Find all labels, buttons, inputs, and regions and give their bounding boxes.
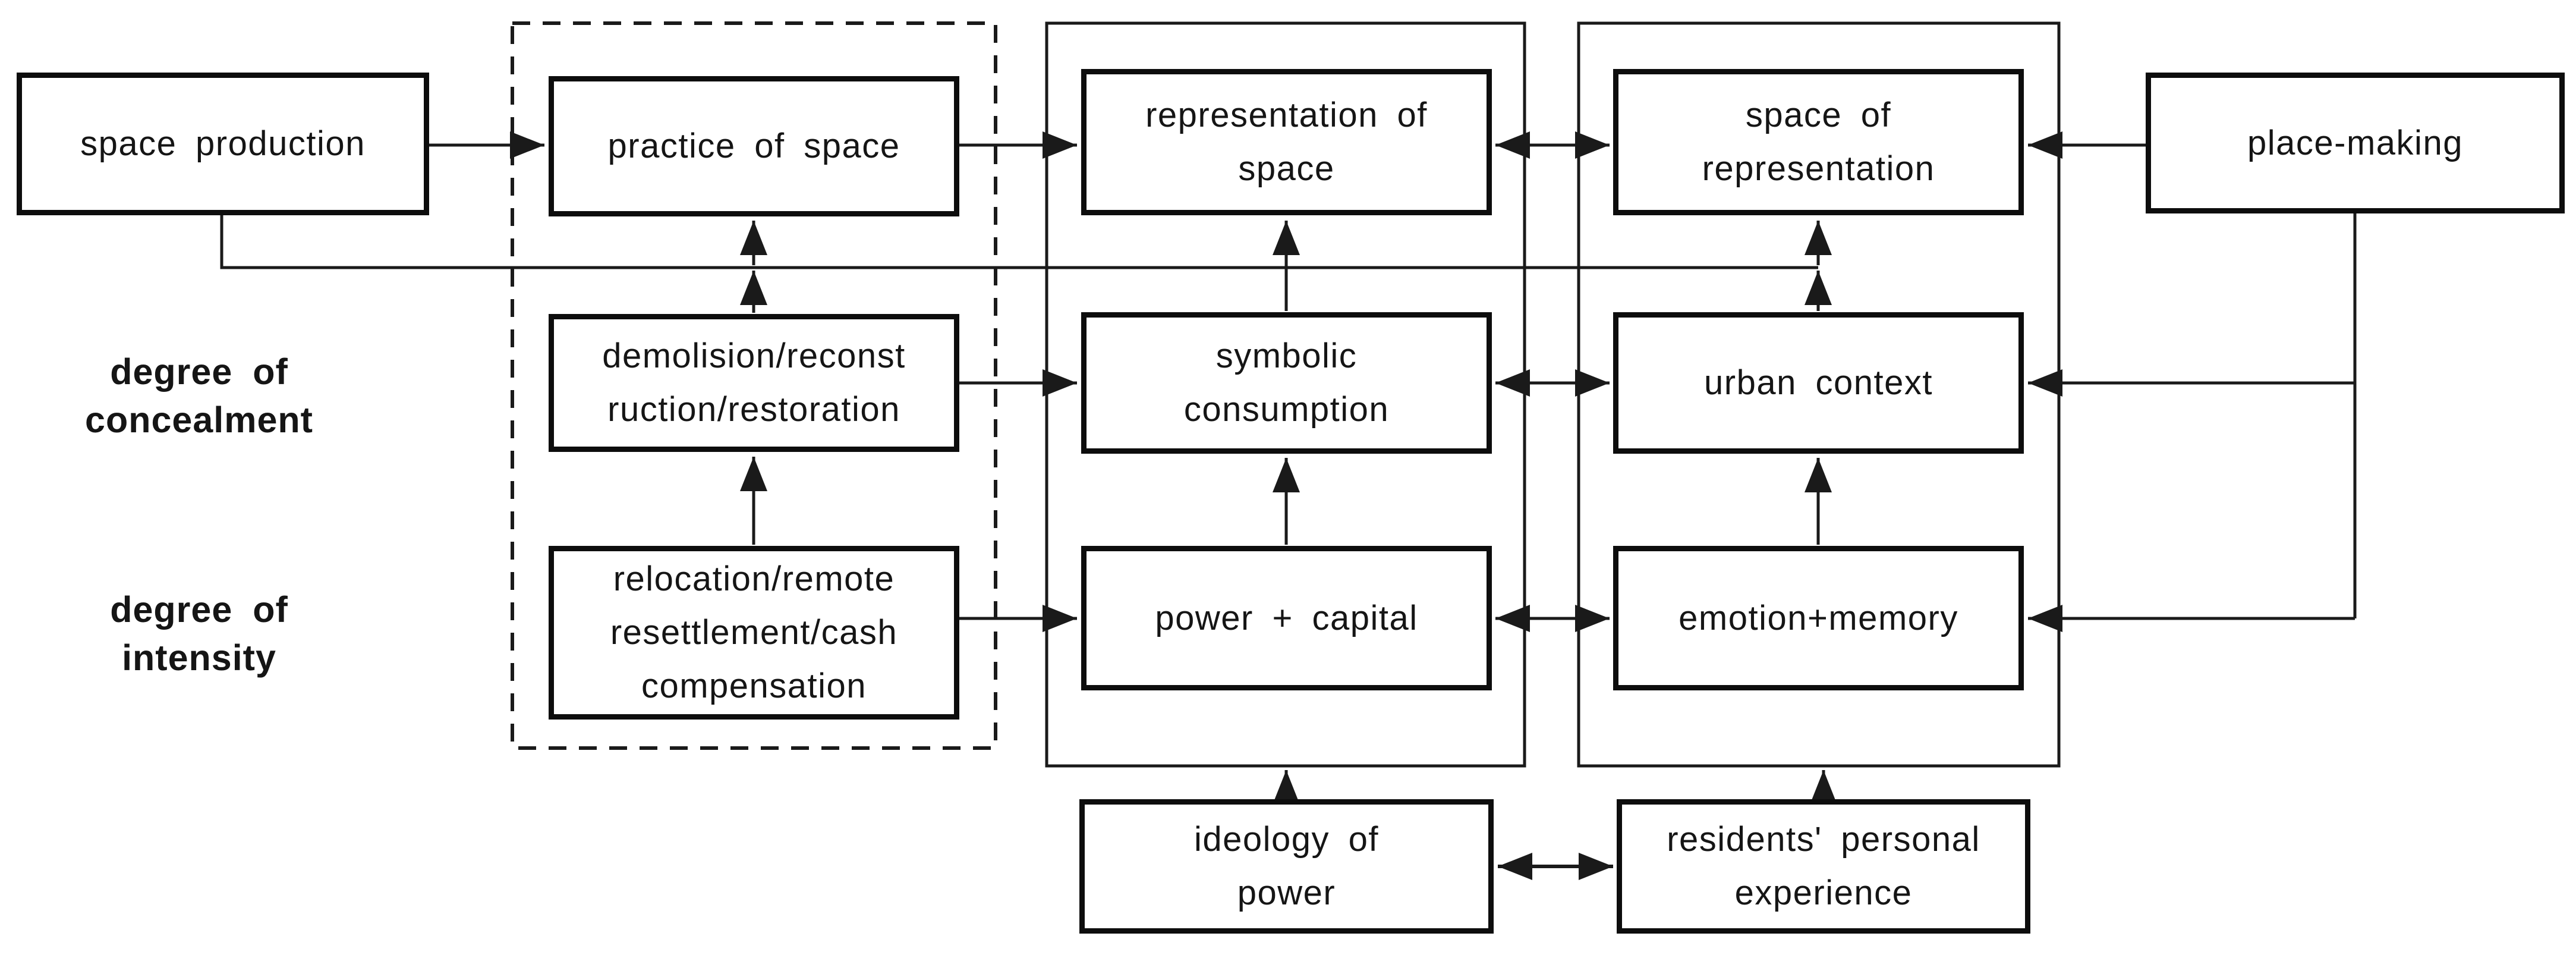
box-ideology-of-power: ideology of power: [1079, 799, 1494, 934]
box-text-line: urban context: [1704, 363, 1933, 402]
box-text-line: relocation/remote: [613, 560, 895, 598]
box-text-line: symbolic: [1215, 337, 1358, 375]
box-text-line: power: [1237, 874, 1336, 912]
box-symbolic-consumption: symbolic consumption: [1081, 312, 1492, 454]
box-power-capital: power + capital: [1081, 546, 1492, 690]
box-text-line: practice of space: [607, 127, 900, 165]
box-text-line: representation: [1702, 149, 1935, 188]
box-text-line: consumption: [1183, 390, 1390, 429]
box-urban-context: urban context: [1613, 312, 2024, 454]
box-text-line: compensation: [641, 667, 867, 705]
box-demolition-reconstruction-restoration: demolision/reconst ruction/restoration: [549, 314, 959, 452]
label-text-line: degree of: [110, 589, 288, 630]
box-text-line: resettlement/cash: [610, 613, 898, 652]
box-text-line: space of: [1745, 96, 1892, 134]
box-text-line: space: [1238, 149, 1335, 188]
box-emotion-memory: emotion+memory: [1613, 546, 2024, 690]
label-degree-of-intensity: degree of intensity: [48, 586, 351, 682]
label-text-line: degree of: [110, 351, 288, 392]
box-text-line: emotion+memory: [1679, 598, 1958, 637]
box-text-line: space production: [80, 124, 366, 163]
label-text-line: concealment: [85, 400, 313, 440]
box-text-line: ruction/restoration: [607, 390, 900, 429]
box-place-making: place-making: [2146, 73, 2565, 213]
box-space-production: space production: [17, 73, 429, 215]
box-text-line: demolision/reconst: [602, 337, 906, 375]
box-residents-personal-experience: residents' personal experience: [1617, 799, 2030, 934]
label-text-line: intensity: [122, 637, 276, 678]
box-text-line: ideology of: [1193, 820, 1380, 859]
box-relocation-resettlement-compensation: relocation/remote resettlement/cash comp…: [549, 546, 959, 720]
box-space-of-representation: space of representation: [1613, 69, 2024, 215]
label-degree-of-concealment: degree of concealment: [48, 348, 351, 444]
box-representation-of-space: representation of space: [1081, 69, 1492, 215]
box-text-line: power + capital: [1155, 598, 1418, 637]
box-practice-of-space: practice of space: [549, 76, 959, 216]
box-text-line: place-making: [2247, 123, 2463, 162]
box-text-line: experience: [1734, 874, 1913, 912]
box-text-line: residents' personal: [1667, 820, 1980, 859]
box-text-line: representation of: [1145, 96, 1428, 134]
